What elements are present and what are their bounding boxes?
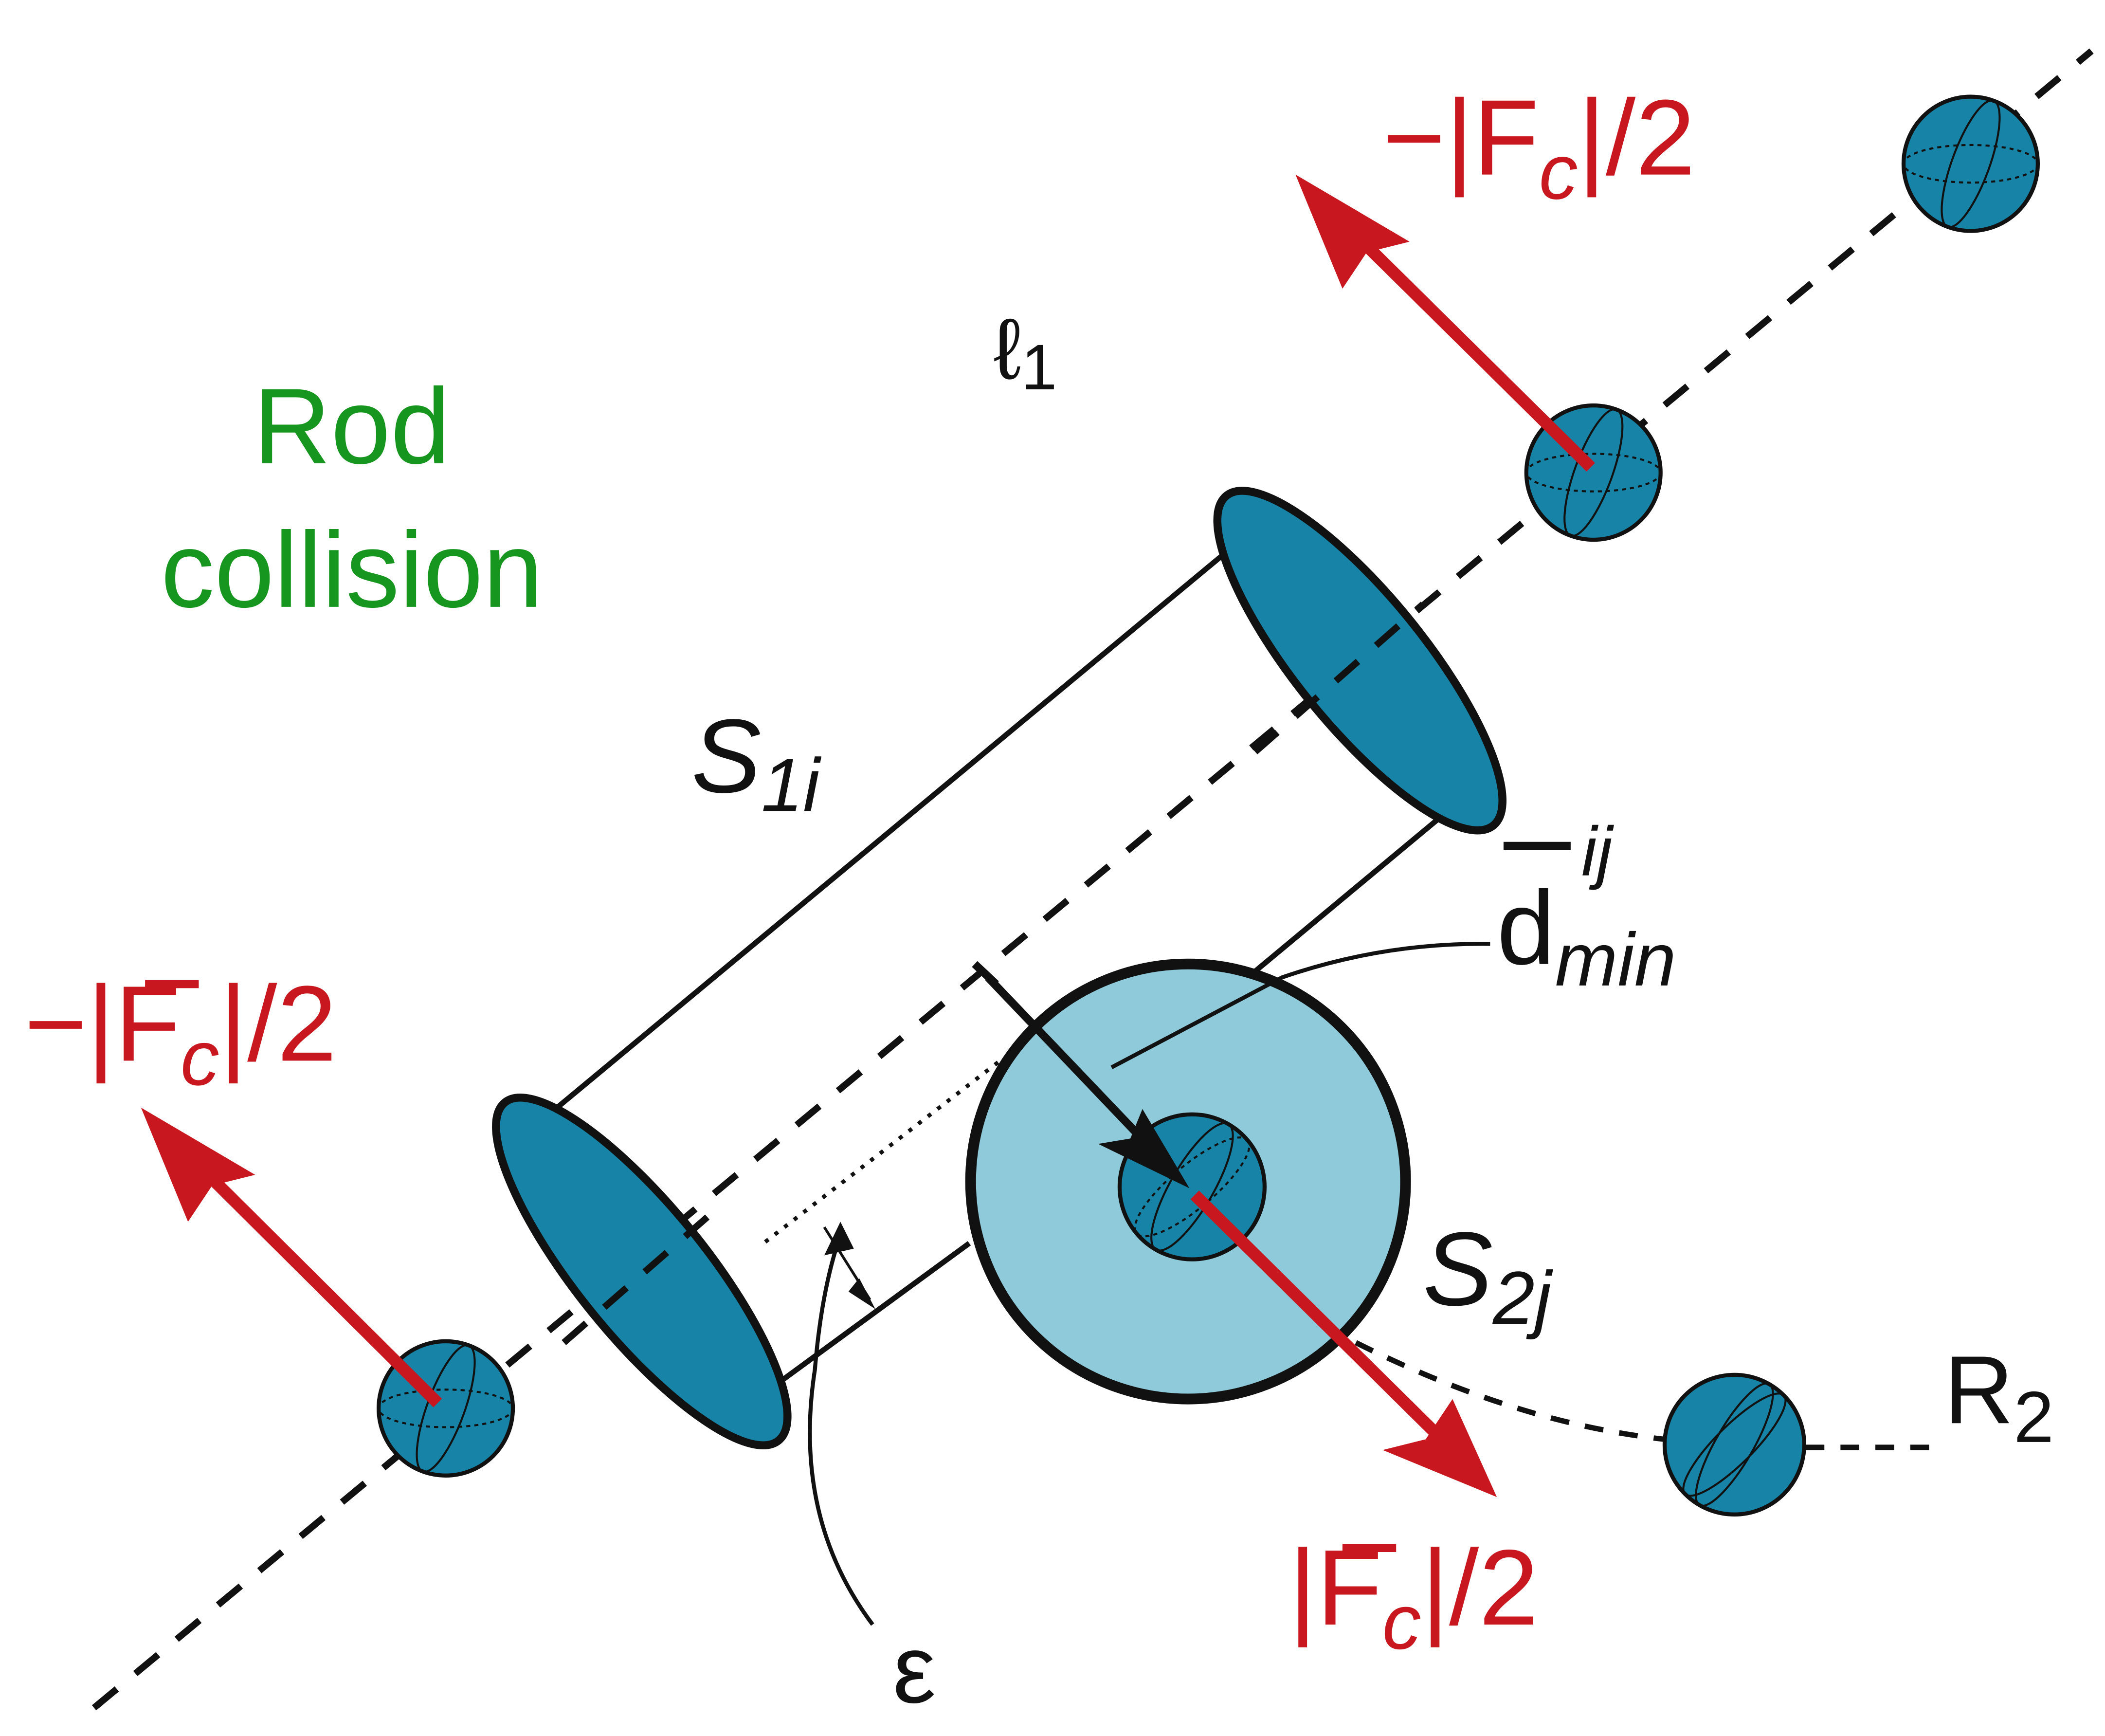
segment2-label: S bbox=[1423, 1210, 1493, 1327]
svg-text:ε: ε bbox=[893, 1615, 936, 1723]
force-left-prefix: −| bbox=[24, 963, 115, 1083]
force-left-base: F bbox=[115, 963, 181, 1083]
epsilon-dotted-line bbox=[764, 1059, 1001, 1244]
force-bottom-suffix: |/2 bbox=[1421, 1527, 1539, 1647]
force-top-suffix: |/2 bbox=[1578, 77, 1695, 198]
svg-text:S1i: S1i bbox=[691, 697, 821, 827]
force-bottom-prefix: | bbox=[1289, 1527, 1317, 1647]
force-left-sub: c bbox=[181, 1014, 219, 1101]
svg-text:ℓ1: ℓ1 bbox=[994, 301, 1057, 403]
force-left-suffix: |/2 bbox=[219, 963, 337, 1083]
dmin-superscript: ij bbox=[1581, 813, 1615, 891]
svg-text:Rod: Rod bbox=[254, 366, 451, 486]
svg-text:dmin: dmin bbox=[1497, 869, 1676, 1002]
force-top-sub: c bbox=[1539, 128, 1578, 215]
title-line1: Rod bbox=[254, 366, 451, 486]
force-bottom-base: F bbox=[1317, 1527, 1382, 1647]
force-top-prefix: −| bbox=[1383, 77, 1473, 198]
force-bottom-sub: c bbox=[1382, 1578, 1421, 1665]
force-top-base: F bbox=[1473, 77, 1539, 198]
force-arrow-left bbox=[210, 1177, 442, 1407]
svg-text:S2j: S2j bbox=[1423, 1210, 1553, 1340]
rod2-centerline bbox=[1354, 1340, 1665, 1442]
svg-text:|Fc|/2: |Fc|/2 bbox=[1289, 1527, 1539, 1665]
epsilon-arrow bbox=[808, 1222, 875, 1626]
force-arrow-bottom bbox=[1190, 1190, 1441, 1439]
rod1-cylinder bbox=[492, 487, 1506, 1449]
dmin-subscript: min bbox=[1555, 917, 1676, 1002]
rod1-subscript: 1 bbox=[1021, 331, 1057, 403]
dmin-base: d bbox=[1497, 869, 1555, 987]
segment1-label: S bbox=[691, 697, 762, 815]
rod2-subscript: 2 bbox=[2014, 1376, 2054, 1458]
rod2-label: R bbox=[1944, 1336, 2014, 1444]
svg-text:−|Fc|/2: −|Fc|/2 bbox=[24, 963, 337, 1101]
segment1-subscript: 1i bbox=[761, 743, 821, 827]
svg-text:R2: R2 bbox=[1944, 1336, 2054, 1458]
svg-text:collision: collision bbox=[161, 510, 543, 630]
bead-rod2 bbox=[1662, 1372, 1807, 1517]
cylinder-top-cap bbox=[1213, 487, 1506, 835]
dmin-leader bbox=[1110, 942, 1490, 1069]
force-arrow-top bbox=[1365, 244, 1595, 472]
rod1-label: ℓ bbox=[994, 301, 1021, 397]
svg-text:ij: ij bbox=[1581, 813, 1615, 891]
svg-text:−|Fc|/2: −|Fc|/2 bbox=[1383, 77, 1695, 216]
dmin-arrow bbox=[972, 961, 1190, 1188]
bead-top-right bbox=[1901, 94, 2040, 233]
title-line2: collision bbox=[161, 510, 543, 630]
epsilon-label: ε bbox=[893, 1615, 936, 1723]
segment2-subscript: 2j bbox=[1492, 1256, 1553, 1340]
